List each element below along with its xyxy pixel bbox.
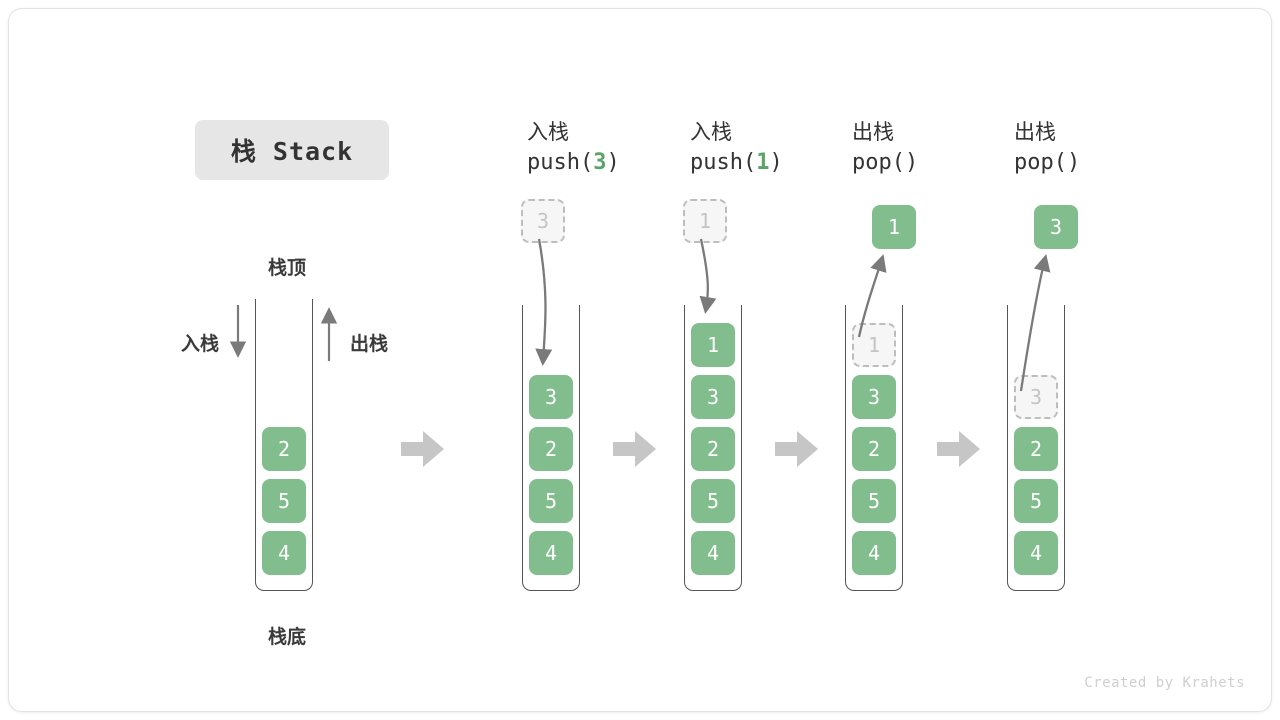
stack-top-label: 栈顶: [268, 257, 307, 279]
diagram-card: 栈 Stack 栈顶 栈底 入栈 出栈 入栈 push(3) 入栈 push(1…: [8, 8, 1272, 712]
stack-cell: 2: [529, 427, 573, 471]
credit-text: Created by Krahets: [1084, 675, 1245, 691]
push-legend-label: 入栈: [181, 333, 220, 355]
stack-cell: 5: [691, 479, 735, 523]
transition-arrow: [937, 431, 980, 467]
stack-cell: 5: [529, 479, 573, 523]
stack-cell: 4: [262, 531, 306, 575]
column-head-cn: 出栈: [1014, 120, 1056, 144]
stack-container-pop-3: [1007, 305, 1065, 591]
column-head-push-1: 入栈 push(1): [690, 117, 783, 179]
stack-cell: 4: [1014, 531, 1058, 575]
push-arg-3: 3: [593, 150, 607, 176]
transition-arrow: [775, 431, 818, 467]
stack-cell: 3: [691, 375, 735, 419]
stack-container-push-3: [522, 305, 580, 591]
pop-legend-label: 出栈: [350, 333, 389, 355]
stack-bottom-label: 栈底: [268, 626, 307, 648]
stack-cell: 4: [529, 531, 573, 575]
stack-cell: 1: [691, 323, 735, 367]
column-head-cn: 入栈: [527, 120, 569, 144]
column-head-code: push(3): [527, 150, 620, 176]
column-head-pop-1: 出栈 pop(): [852, 117, 918, 179]
stack-cell: 2: [691, 427, 735, 471]
removed-ghost-cell: 1: [852, 323, 896, 367]
removed-ghost-cell: 3: [1014, 375, 1058, 419]
column-head-code: pop(): [1014, 150, 1081, 176]
transition-arrow: [613, 431, 656, 467]
stack-cell: 4: [691, 531, 735, 575]
stack-cell: 2: [262, 427, 306, 471]
column-head-code: pop(): [852, 150, 919, 176]
column-head-code: push(1): [690, 150, 783, 176]
push-1-arrow: [699, 238, 717, 314]
stack-container-push-1: [684, 305, 742, 591]
push-arg-1: 1: [756, 150, 770, 176]
transition-arrow: [401, 431, 444, 467]
incoming-ghost-cell: 3: [521, 199, 565, 243]
stack-cell: 5: [262, 479, 306, 523]
column-head-pop-3: 出栈 pop(): [1014, 117, 1080, 179]
column-head-cn: 入栈: [690, 120, 732, 144]
stack-cell: 5: [852, 479, 896, 523]
popped-cell: 1: [872, 205, 916, 249]
column-head-push-3: 入栈 push(3): [527, 117, 620, 179]
stack-cell: 4: [852, 531, 896, 575]
stack-cell: 3: [529, 375, 573, 419]
stack-cell: 2: [1014, 427, 1058, 471]
popped-cell: 3: [1034, 205, 1078, 249]
incoming-ghost-cell: 1: [683, 199, 727, 243]
title-badge: 栈 Stack: [195, 120, 389, 180]
arrow-overlay: [229, 238, 1051, 467]
stack-cell: 5: [1014, 479, 1058, 523]
stack-container-initial: [255, 299, 313, 591]
stack-cell: 2: [852, 427, 896, 471]
stack-cell: 3: [852, 375, 896, 419]
column-head-cn: 出栈: [852, 120, 894, 144]
stack-container-pop-1: [845, 305, 903, 591]
